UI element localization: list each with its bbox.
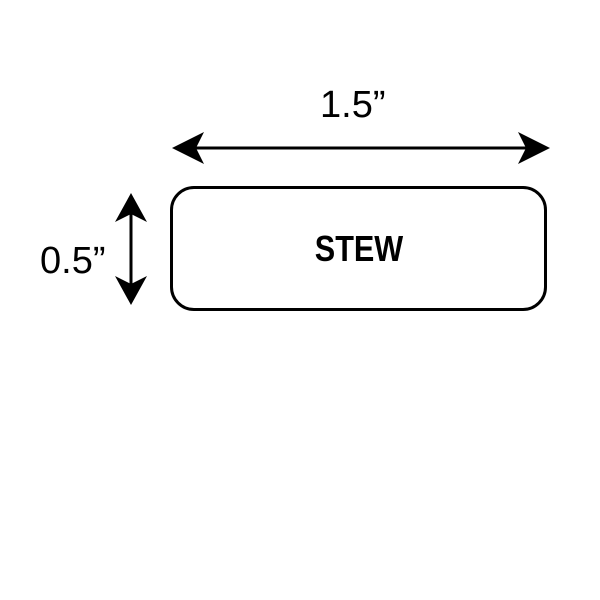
width-dimension-label: 1.5” (320, 84, 386, 126)
width-arrow-icon (172, 132, 550, 164)
width-arrow-right-head (518, 132, 550, 164)
label-sticker-text: STEW (314, 227, 403, 269)
height-arrow-top-head (115, 193, 147, 222)
height-dimension-label: 0.5” (40, 240, 106, 282)
height-arrow-icon (115, 193, 147, 305)
label-sticker: STEW (170, 186, 547, 311)
width-arrow-left-head (172, 132, 204, 164)
height-arrow-bottom-head (115, 276, 147, 305)
